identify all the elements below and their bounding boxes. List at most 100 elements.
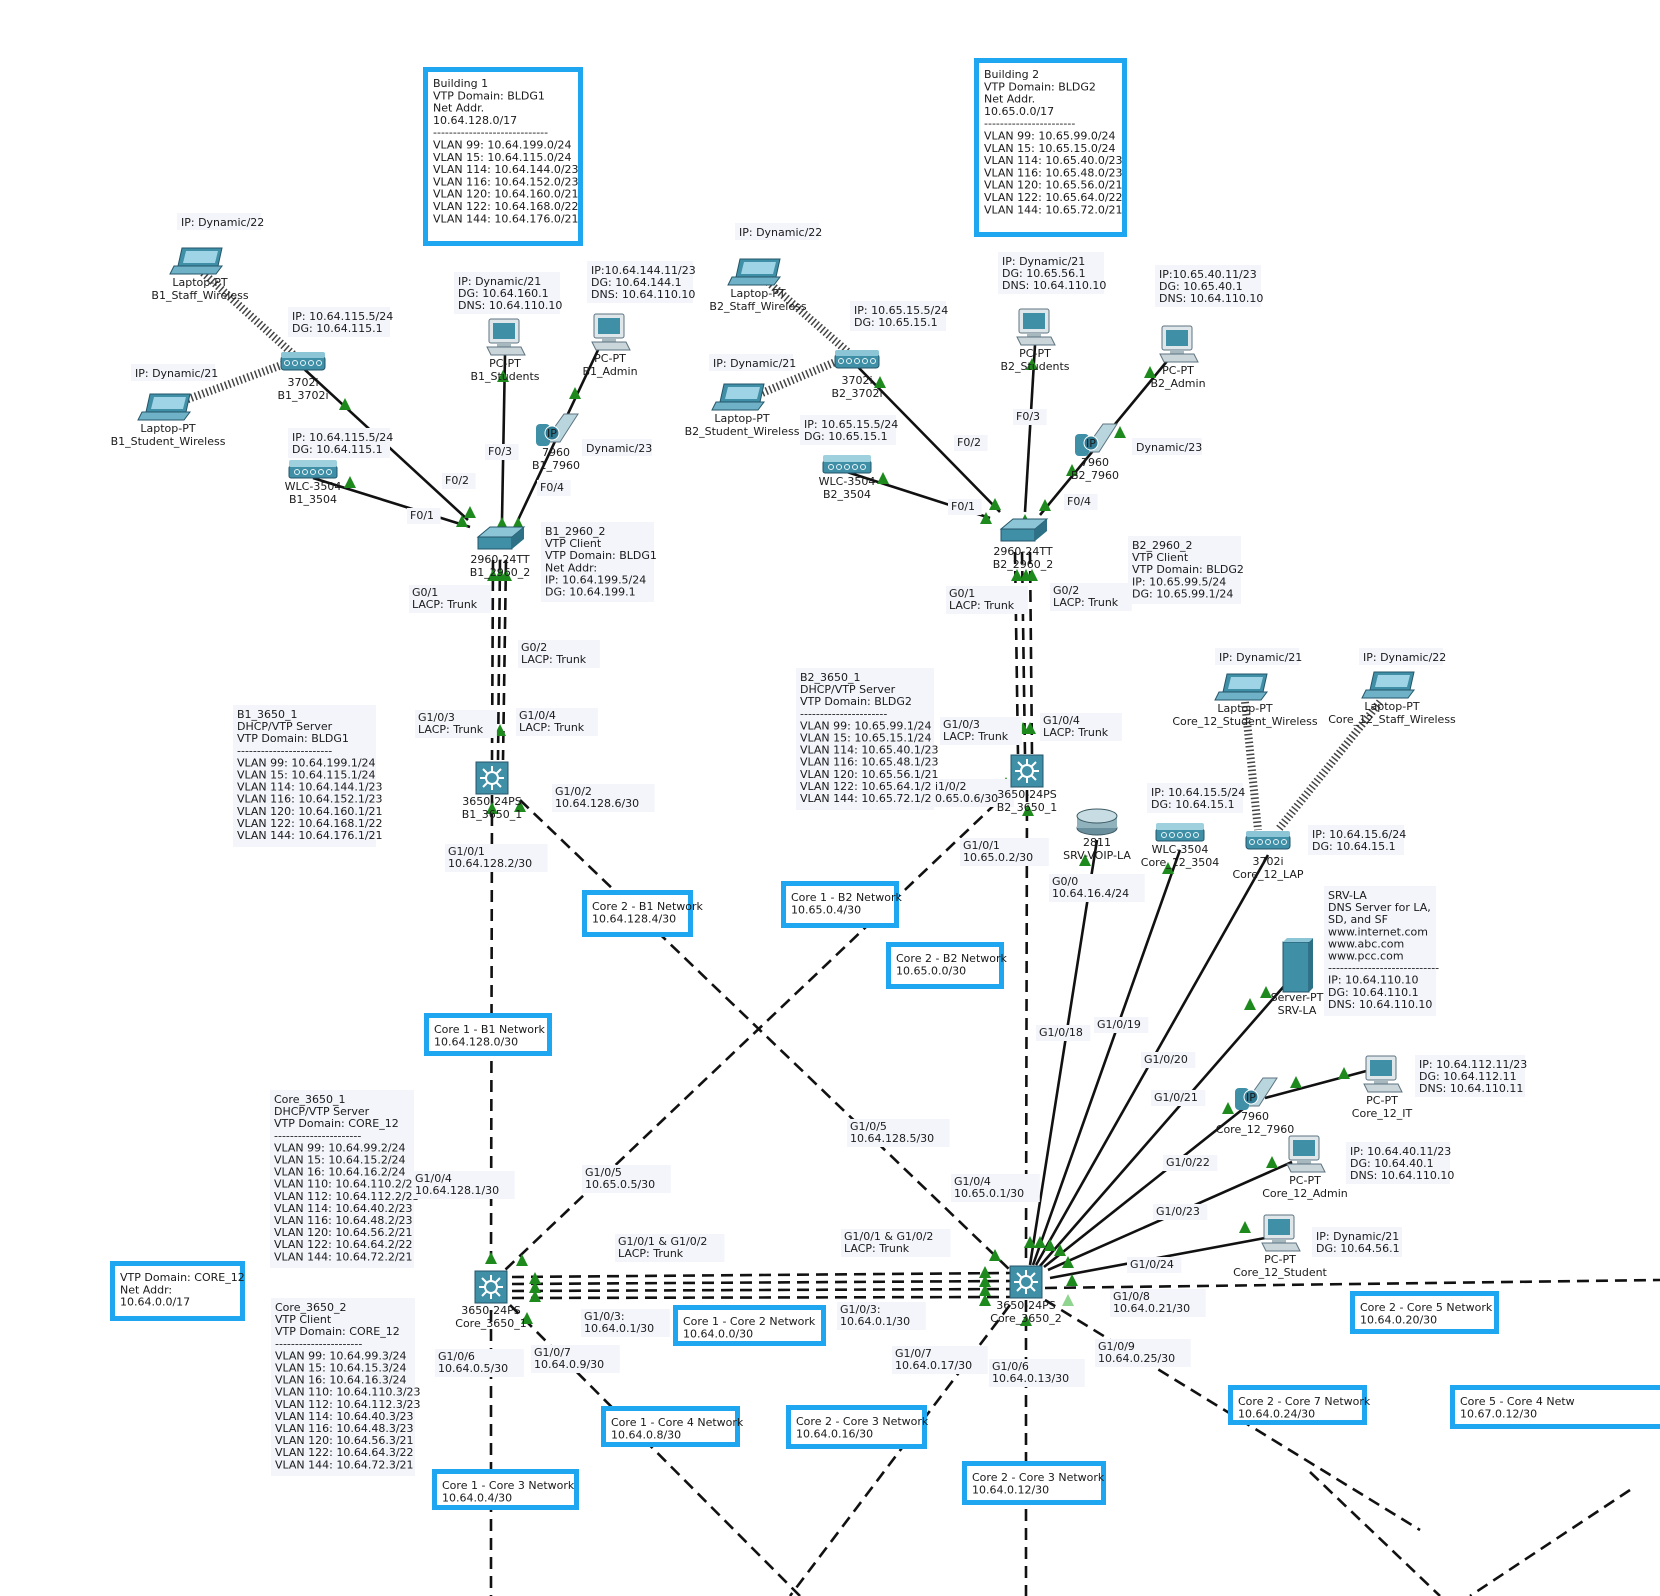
label-line: B2_3650_1	[997, 801, 1058, 814]
label-line: DNS Server for LA,	[1328, 901, 1431, 914]
port-label-p36: G1/0/3:10.64.0.1/30	[837, 1302, 926, 1330]
label-line: VLAN 15: 10.64.15.2/24	[274, 1154, 406, 1167]
label-line: VLAN 99: 10.64.99.2/24	[274, 1141, 406, 1154]
port-up-indicator	[1079, 854, 1091, 866]
port-up-indicator	[529, 1272, 541, 1284]
label-line: 3702i	[287, 376, 318, 389]
port-up-indicator	[494, 724, 506, 736]
port-label-p12: F0/1	[948, 499, 982, 515]
label-line: IP: Dynamic/21	[458, 275, 541, 288]
port-label-p1: F0/2	[442, 473, 476, 489]
link-b2-core2	[1024, 789, 1029, 1263]
label-line: DHCP/VTP Server	[237, 720, 333, 733]
port-label-p40: G1/0/610.64.0.13/30	[989, 1359, 1085, 1387]
label-line: F0/1	[951, 500, 975, 513]
label-line: DG: 10.64.56.1	[1316, 1242, 1400, 1255]
label-line: Core_12_7960	[1216, 1123, 1294, 1136]
label-line: VLAN 114: 10.65.40.1/23	[800, 744, 939, 757]
label-line: VLAN 120: 10.65.56.1/21	[800, 768, 939, 781]
label-line: IP: 10.64.40.11/23	[1350, 1145, 1451, 1158]
server-icon	[1282, 938, 1313, 993]
label-line: DG: 10.64.160.1	[458, 287, 549, 300]
note-b1_studw_ip: IP: Dynamic/21	[131, 364, 218, 381]
label-line: PC-PT	[594, 352, 626, 365]
label-line: 10.64.128.5/30	[850, 1132, 934, 1145]
port-up-indicator	[1026, 358, 1038, 370]
label-line: Core 2 - Core 7 Network	[1238, 1395, 1371, 1408]
wlc-icon	[1155, 823, 1205, 842]
port-up-indicator	[874, 376, 886, 388]
label-line: 10.64.0.8/30	[611, 1428, 681, 1441]
label-line: VLAN 15: 10.64.115.0/24	[433, 151, 572, 164]
port-label-p22: G1/0/18	[1036, 1025, 1091, 1041]
label-line: B1_Staff_Wireless	[151, 289, 248, 302]
label-line: G1/0/6	[438, 1350, 475, 1363]
port-up-indicator	[529, 1281, 541, 1293]
label-line: B2_3650_1	[800, 671, 861, 684]
label-line: 10.64.0.1/30	[584, 1322, 654, 1335]
label-line: IP: 10.64.112.11/23	[1419, 1058, 1527, 1071]
label-line: Laptop-PT	[714, 412, 769, 425]
link-phone-it	[1264, 1068, 1371, 1100]
label-line: SD, and SF	[1328, 913, 1388, 926]
wireless-b2-staff	[765, 278, 851, 356]
label-line: PC-PT	[1289, 1174, 1321, 1187]
label-line: LACP: Trunk	[844, 1242, 910, 1255]
label-line: IP: 10.65.15.5/24	[854, 304, 948, 317]
label-line: 2960-24TT	[993, 545, 1052, 558]
label-line: G0/1	[412, 586, 438, 599]
link-b1-etherchannel-b	[496, 559, 502, 761]
port-up-indicator	[456, 515, 468, 527]
label-line: VLAN 99: 10.64.199.1/24	[237, 756, 376, 769]
link-b2-ap-switch	[856, 365, 1001, 513]
port-up-indicator	[1011, 569, 1023, 581]
port-label-p13: F0/3	[1013, 409, 1047, 425]
svg-text:IP: IP	[1086, 437, 1096, 450]
port-up-indicator	[500, 569, 512, 581]
label-line: F0/2	[957, 436, 981, 449]
label-line: G1/0/24	[1130, 1258, 1174, 1271]
label-line: G1/0/22	[1166, 1156, 1210, 1169]
